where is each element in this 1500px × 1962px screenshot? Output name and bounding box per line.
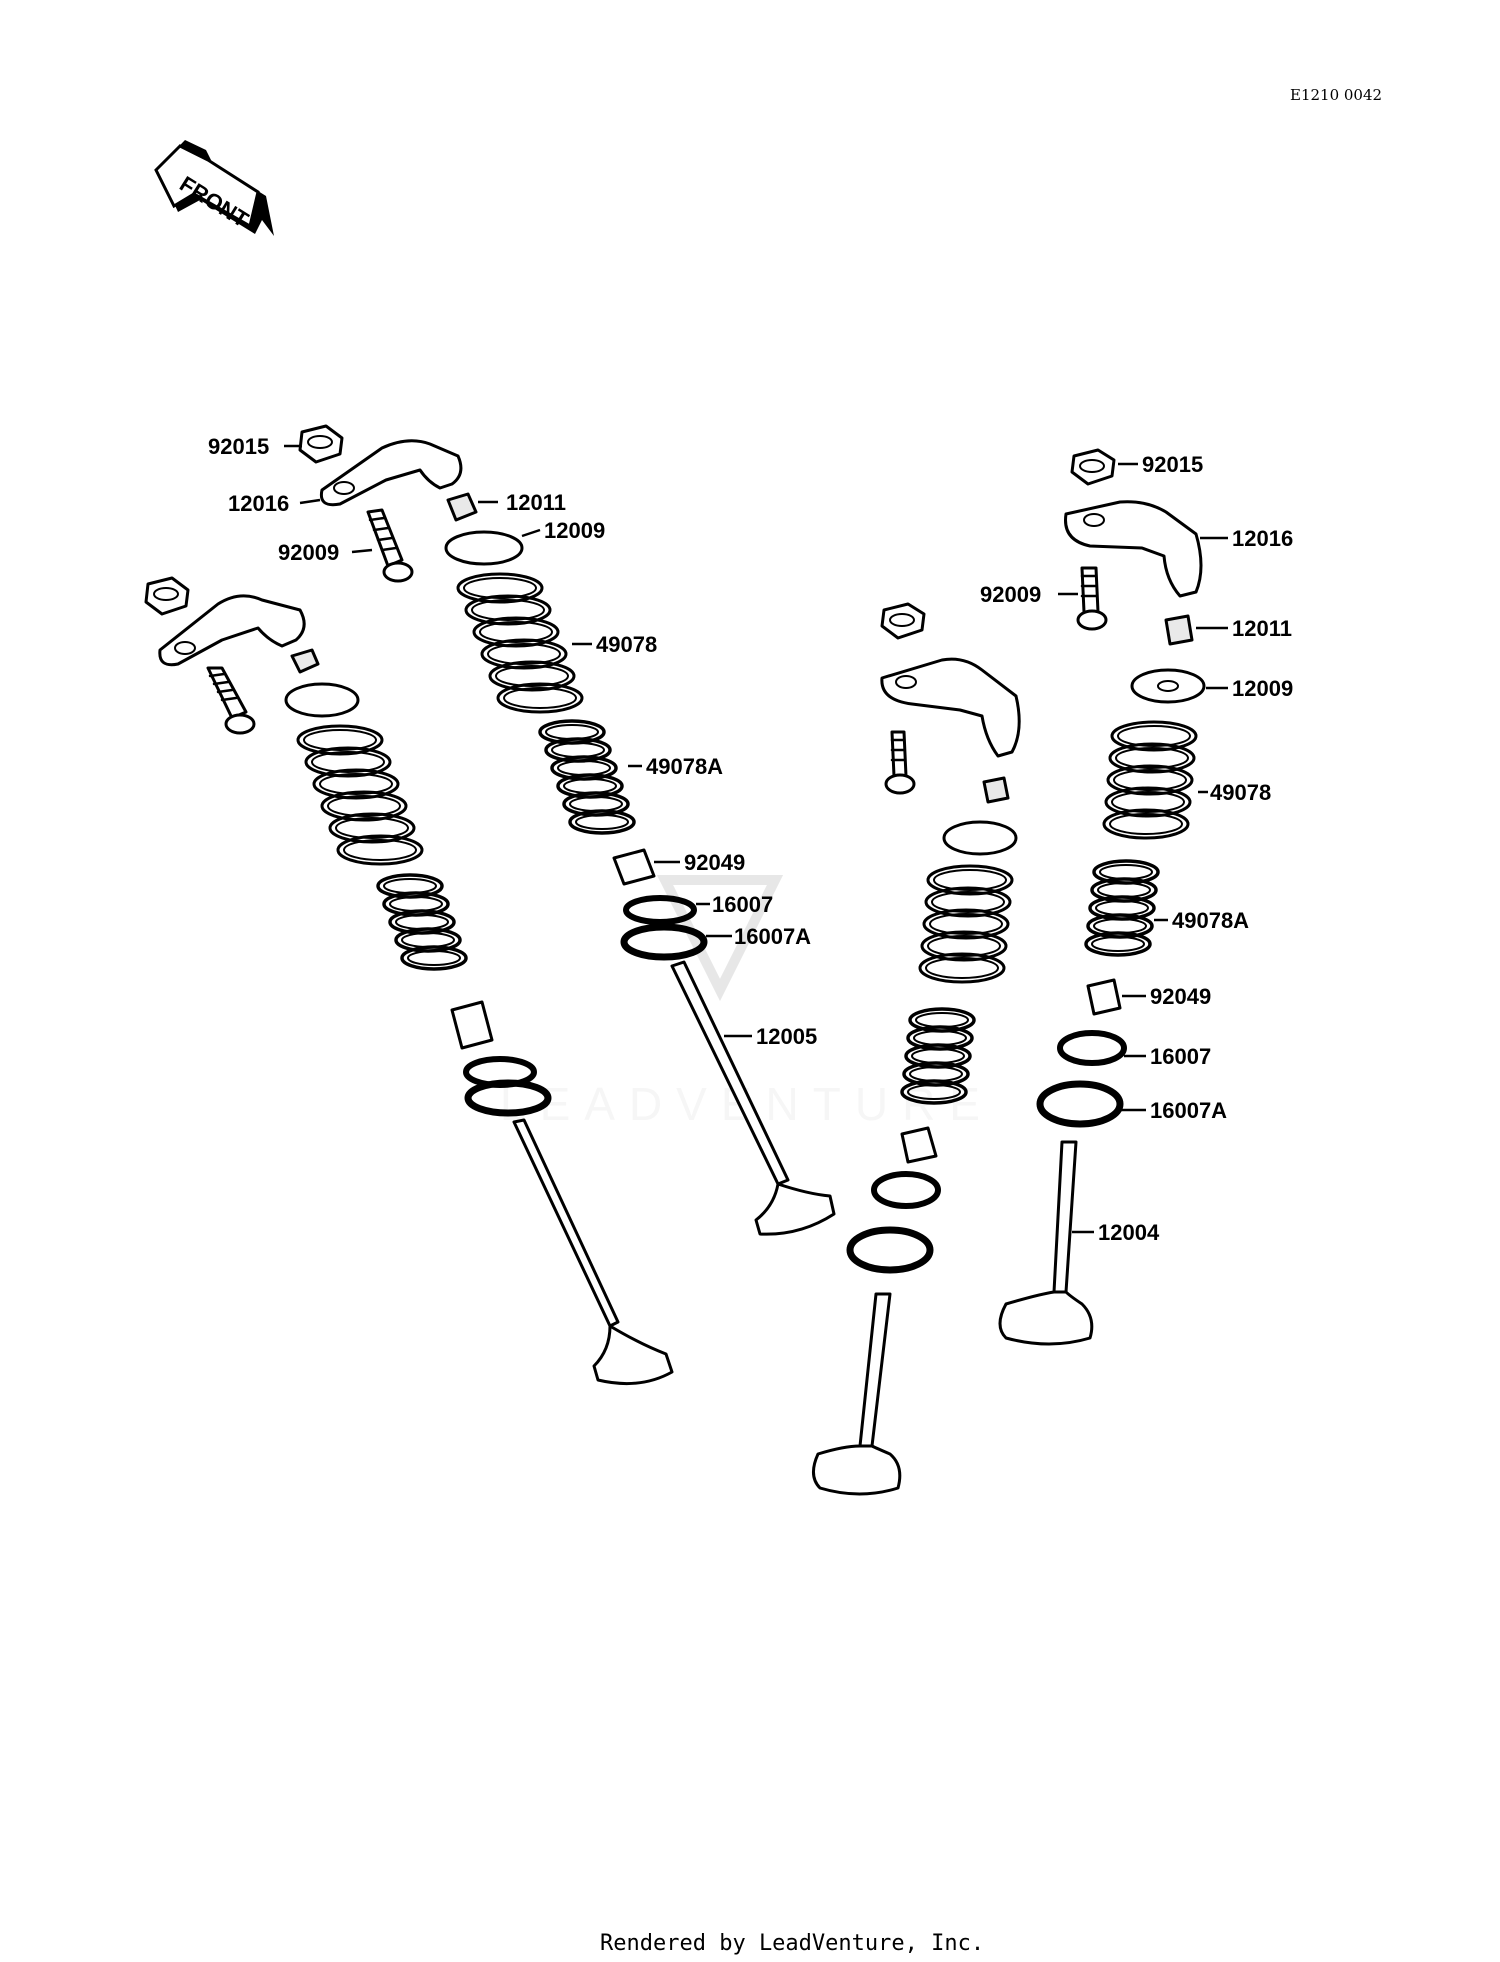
outer-spring-icon <box>918 864 1014 984</box>
callout-12011-right: 12011 <box>1232 616 1292 641</box>
valve-icon <box>812 1292 902 1496</box>
callout-92009-right: 92009 <box>980 582 1041 607</box>
adjuster-screw-icon <box>1076 566 1108 631</box>
callout-16007-right: 16007 <box>1150 1044 1211 1069</box>
inner-spring-icon <box>538 719 636 835</box>
callout-12005-left: 12005 <box>756 1024 817 1049</box>
outer-spring-icon <box>296 724 424 866</box>
adjuster-screw-icon <box>884 730 916 795</box>
callout-49078-right: 49078 <box>1210 780 1271 805</box>
valve-assembly-right-front <box>998 448 1206 1346</box>
valve-assembly-left-rear <box>144 576 674 1386</box>
inner-spring-icon <box>1084 859 1160 957</box>
callout-12009-left: 12009 <box>544 518 605 543</box>
outer-spring-icon <box>1102 720 1198 840</box>
nut-icon <box>144 576 190 616</box>
callout-12016-right: 12016 <box>1232 526 1293 551</box>
nut-icon <box>298 424 344 464</box>
keeper-icon <box>446 492 478 522</box>
nut-icon <box>1070 448 1116 486</box>
washer-large-icon <box>1036 1080 1124 1128</box>
callout-92049-left: 92049 <box>684 850 745 875</box>
stem-seal-icon <box>450 1000 494 1050</box>
footer-credit: Rendered by LeadVenture, Inc. <box>600 1931 984 1956</box>
adjuster-screw-icon <box>366 508 414 583</box>
spring-retainer-icon <box>444 530 524 566</box>
callout-12004-right: 12004 <box>1098 1220 1160 1245</box>
callout-16007-left: 16007 <box>712 892 773 917</box>
callout-92015-left: 92015 <box>208 434 269 459</box>
rocker-arm-icon <box>319 439 463 507</box>
callout-49078A-right: 49078A <box>1172 908 1249 933</box>
adjuster-screw-icon <box>206 666 256 735</box>
callout-49078-left: 49078 <box>596 632 657 657</box>
callout-12009-right: 12009 <box>1232 676 1293 701</box>
nut-icon <box>880 602 926 640</box>
stem-seal-icon <box>612 848 656 886</box>
front-arrow-icon: FRONT <box>154 140 274 236</box>
stem-seal-icon <box>900 1126 938 1164</box>
washer-large-icon <box>846 1226 934 1274</box>
callout-92009-left: 92009 <box>278 540 339 565</box>
callout-12011-left: 12011 <box>506 490 566 515</box>
spring-retainer-icon <box>1130 668 1206 704</box>
callouts-right: 92015 12016 92009 12011 12009 49078 4907… <box>980 452 1293 1245</box>
keeper-icon <box>290 648 320 674</box>
callout-92015-right: 92015 <box>1142 452 1203 477</box>
callout-16007A-right: 16007A <box>1150 1098 1227 1123</box>
rocker-arm-icon <box>1064 500 1203 598</box>
stem-seal-icon <box>1086 978 1122 1016</box>
spring-retainer-icon <box>942 820 1018 856</box>
washer-large-icon <box>620 923 708 961</box>
retainer-hole-icon <box>1157 680 1179 692</box>
valve-icon <box>670 960 836 1236</box>
valve-icon <box>998 1140 1094 1346</box>
washer-icon <box>1057 1030 1127 1066</box>
keeper-icon <box>1164 614 1194 646</box>
callouts-left: 92015 12016 12011 92009 12009 49078 4907… <box>208 434 817 1049</box>
washer-icon <box>623 895 697 925</box>
callout-49078A-left: 49078A <box>646 754 723 779</box>
callout-12016-left: 12016 <box>228 491 289 516</box>
valve-assembly-right-rear <box>812 602 1021 1496</box>
rocker-arm-icon <box>880 657 1021 758</box>
callout-16007A-left: 16007A <box>734 924 811 949</box>
drawing-code: E1210 0042 <box>1290 86 1382 104</box>
valve-icon <box>512 1118 674 1386</box>
keeper-icon <box>982 776 1010 804</box>
spring-retainer-icon <box>284 682 360 718</box>
rocker-arm-icon <box>158 594 306 667</box>
valve-assembly-left-front <box>298 424 836 1236</box>
callout-92049-right: 92049 <box>1150 984 1211 1009</box>
washer-large-icon <box>464 1079 552 1117</box>
inner-spring-icon <box>376 873 468 971</box>
outer-spring-icon <box>456 572 584 714</box>
washer-icon <box>871 1171 941 1209</box>
